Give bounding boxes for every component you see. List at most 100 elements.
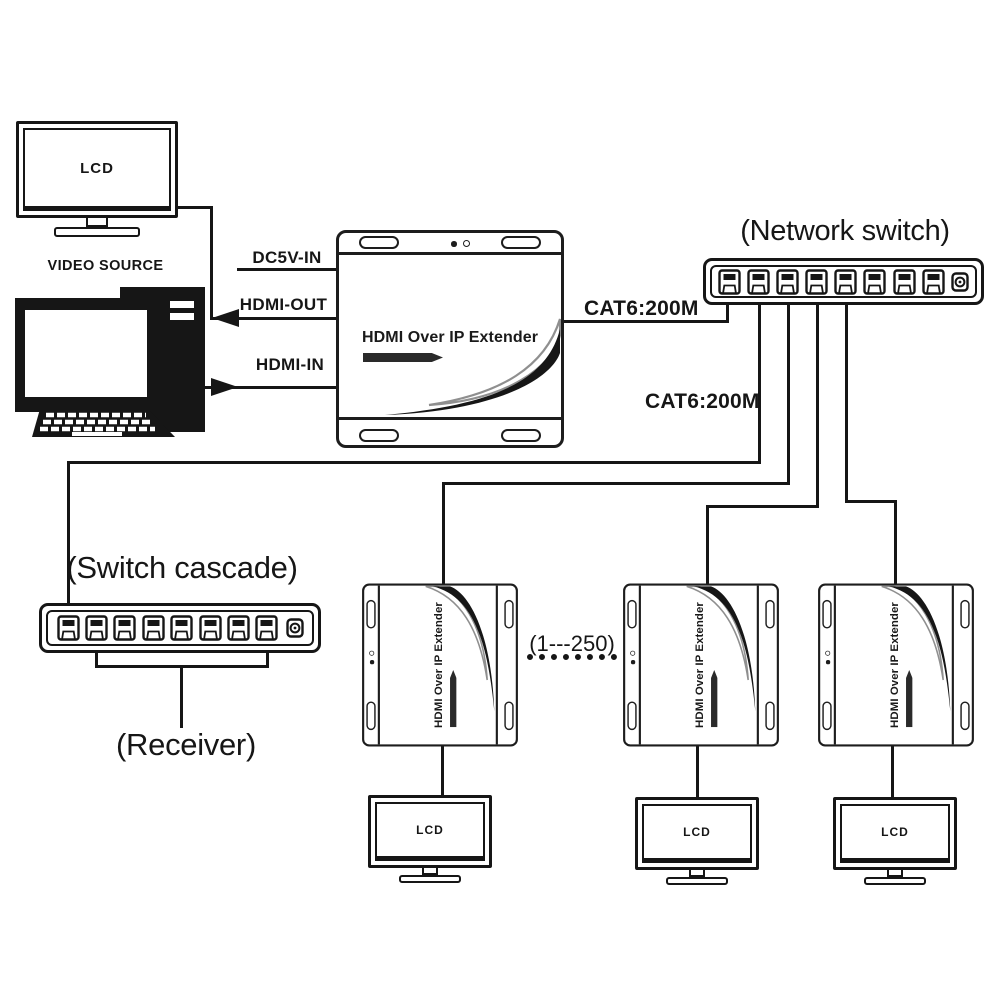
rj45-port [56,615,80,641]
rj45-port [255,615,279,641]
cable-rx1-lcd [441,744,444,797]
rj45-port [863,268,887,295]
receiver-lcd-monitor-2: LCD [635,797,759,885]
cable-rx2-h [706,505,819,508]
cable-hdmi-in [203,386,337,389]
cable-rx3-v [894,500,897,588]
flange-line [951,585,954,745]
monitor-label: LCD [416,823,444,837]
rj45-port [805,268,828,295]
cable-rx2-lcd [696,744,699,799]
cascade-switch [39,603,321,653]
receiver-extender-2: HDMI Over IP Extender [623,583,779,747]
rj45-port [921,268,945,295]
mounting-slot-icon [504,599,514,629]
rj45-port [227,615,250,641]
cable-rx2-v [706,505,709,588]
mounting-slot-icon [501,236,541,249]
monitor-label: LCD [683,825,711,839]
monitor-screen: LCD [642,804,752,863]
mounting-slot-icon [960,701,970,731]
power-led-icon [451,241,457,247]
monitor-stand-neck [689,870,705,877]
mounting-slot-icon [501,429,541,442]
bracket-stub-v [180,665,183,728]
mounting-slot-icon [765,599,775,629]
network-switch-caption: (Network switch) [740,215,950,247]
cable-cat6-uplink-v [726,294,729,323]
mounting-slot-icon [359,236,399,249]
device-title: HDMI Over IP Extender [361,329,539,346]
rj45-port [776,268,799,295]
swoosh-graphic [425,585,495,712]
bracket-right-v [266,644,269,668]
flange-line [756,585,759,745]
rj45-port [113,615,137,641]
flange-line [495,585,498,745]
hdmi-extender-unit: HDMI Over IP Extender [336,230,564,448]
hdmi-in-label: HDMI-IN [255,355,325,374]
monitor-stand-neck [887,870,903,877]
monitor-stand-neck [422,868,438,875]
hdmi-extender-unit: HDMI Over IP Extender [362,583,518,747]
monitor-stand-base [399,875,461,883]
dc5v-in-label: DC5V-IN [252,248,322,267]
rj45-port [85,615,108,641]
rj45-port [747,268,770,295]
cable-port2-drop [758,297,761,464]
cat6-uplink-label: CAT6:200M [584,297,699,320]
mounting-slot-icon [765,701,775,731]
status-led-icon [463,240,470,247]
cable-lcd-link-h [178,206,213,209]
mounting-slot-icon [960,599,970,629]
cable-lcd-link-v [210,206,213,320]
swoosh-graphic [686,585,756,712]
video-source-label: VIDEO SOURCE [47,258,164,274]
rj45-port [170,615,193,641]
cable-cat6-uplink-h [562,320,728,323]
mounting-slot-icon [504,701,514,731]
video-source-computer [15,287,205,437]
monitor-frame: LCD [833,797,957,870]
ellipsis-dots-icon [527,654,617,660]
cable-port3-drop [787,297,790,485]
monitor-frame: LCD [368,795,492,868]
rj45-port [834,268,858,295]
monitor-stand-neck [86,218,108,227]
rj45-port [198,615,222,641]
monitor-frame: LCD [16,121,178,218]
network-switch [703,258,984,305]
monitor-screen: LCD [840,804,950,863]
bracket-left-v [95,644,98,668]
monitor-stand-base [666,877,728,885]
source-lcd-monitor: LCD [16,121,178,237]
cascade-switch-faceplate [46,610,314,646]
flange-line [339,417,561,420]
cable-rx3-h [845,500,897,503]
cable-rx3-lcd [891,744,894,799]
receiver-lcd-monitor-3: LCD [833,797,957,885]
swoosh-graphic [881,585,951,712]
power-jack-icon [286,618,304,638]
cable-dc5v [237,268,337,271]
cable-cascade-v [67,461,70,612]
rj45-port [718,268,741,295]
cat6-downlink-label: CAT6:200M [645,390,760,413]
network-switch-faceplate [710,265,977,298]
cable-hdmi-out [213,317,337,320]
hdmi-in-arrow-icon [211,378,238,396]
cable-rx1-v [442,482,445,588]
monitor-stand-base [864,877,926,885]
monitor-stand-base [54,227,140,237]
rj45-port [142,615,165,641]
receiver-extender-1: HDMI Over IP Extender [362,583,518,747]
receiver-extender-3: HDMI Over IP Extender [818,583,974,747]
monitor-screen: LCD [375,802,485,861]
receiver-caption: (Receiver) [116,727,256,762]
flange-line [339,252,561,255]
cable-port4-drop [816,297,819,508]
cable-port5-drop [845,297,848,503]
receiver-range-label: (1---250) [529,631,615,656]
hdmi-extender-unit: HDMI Over IP Extender [623,583,779,747]
